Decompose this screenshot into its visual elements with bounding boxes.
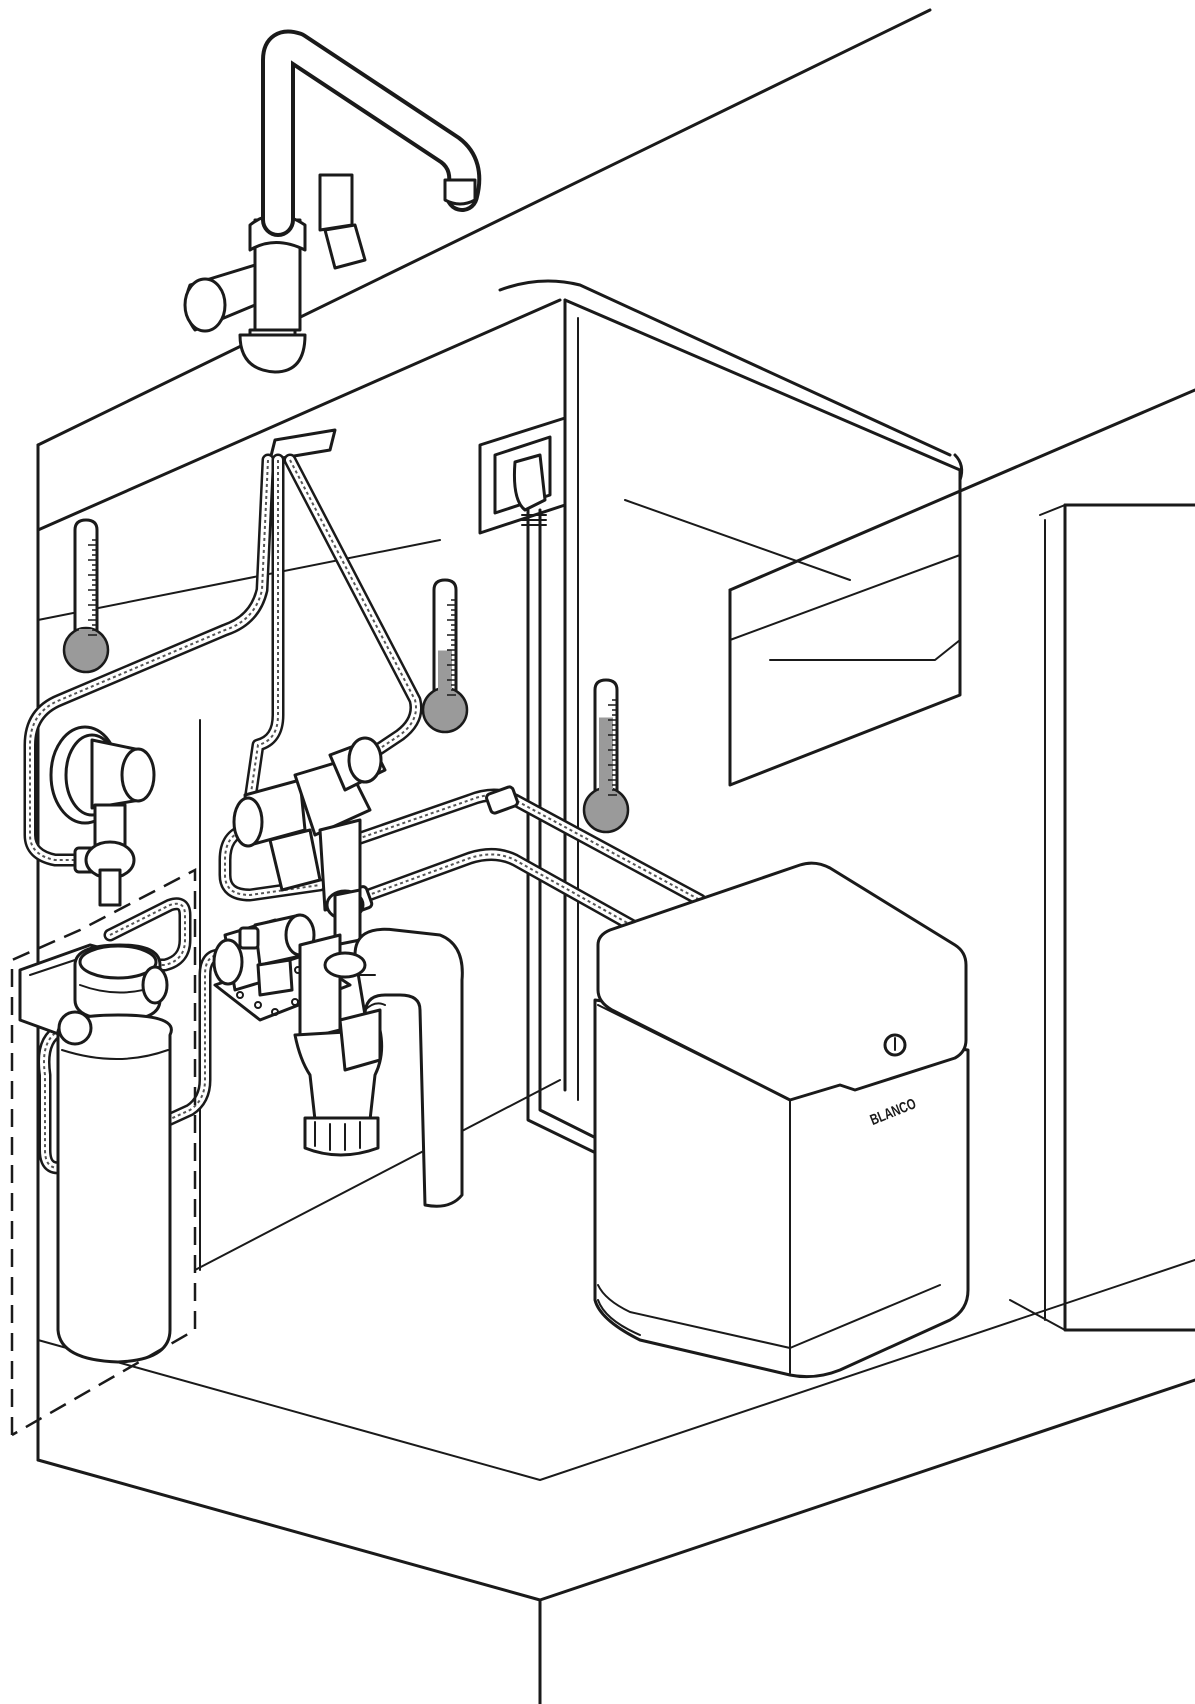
thermometer-warm-fill xyxy=(438,650,452,700)
hose-mixing-loop-left xyxy=(218,823,327,902)
faucet xyxy=(183,29,482,462)
thermometer-hot-fill xyxy=(599,717,613,800)
hose-faucet-to-valve-right xyxy=(283,453,423,762)
sink-basin xyxy=(37,298,1195,1101)
cabinet-floor-line xyxy=(194,1079,561,1271)
thermometer-warm xyxy=(421,578,469,734)
thermometer-hot-ticks xyxy=(608,699,617,796)
boiler-unit: BLANCO xyxy=(593,861,970,1379)
hose-faucet-to-filter-inlet xyxy=(23,453,275,867)
thermostatic-mixing-valve xyxy=(232,736,387,947)
hose-faucet-to-mixing-valve xyxy=(243,453,285,807)
wall-socket xyxy=(478,416,567,535)
power-cord xyxy=(521,508,602,1157)
hose-filter-outlet xyxy=(103,897,192,972)
sink-siphon xyxy=(293,927,464,1208)
cabinet-door xyxy=(1009,503,1195,1332)
thermometer-cold-ticks xyxy=(88,539,97,636)
thermometer-hot xyxy=(582,678,630,834)
countertop xyxy=(36,8,1195,1704)
pressure-reducer xyxy=(49,725,156,907)
thermometer-warm-ticks xyxy=(447,599,456,696)
thermometer-cold xyxy=(62,518,110,674)
hose-valve-to-boiler-lower xyxy=(348,848,647,937)
water-filter xyxy=(18,943,173,1364)
filter-optional-outline xyxy=(10,867,197,1437)
thermometer-cold-fill xyxy=(79,629,93,640)
